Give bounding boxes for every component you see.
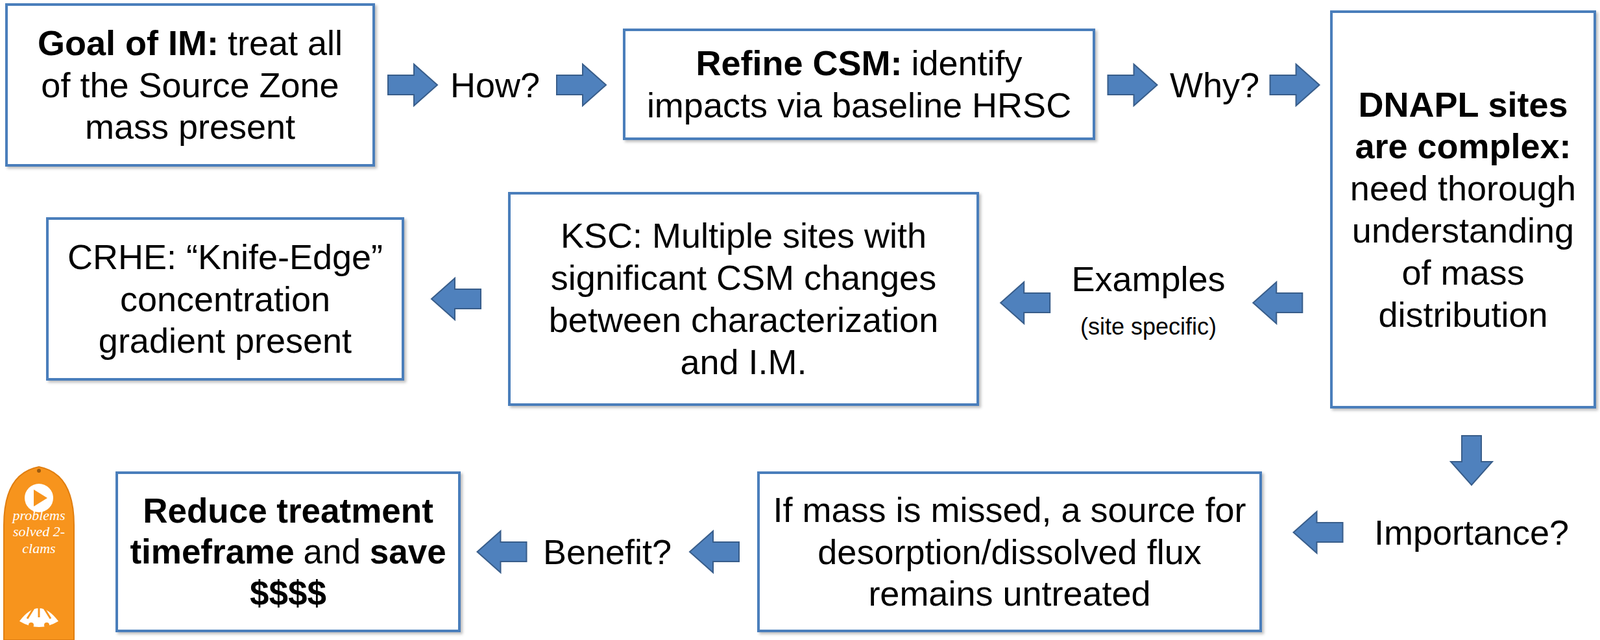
- process-box: If mass is missed, a source for desorpti…: [757, 471, 1262, 633]
- edge-label: Examples: [1071, 258, 1225, 300]
- block-arrow: [431, 278, 481, 320]
- block-arrow: [1108, 64, 1158, 106]
- flow-arrow: [387, 64, 607, 106]
- block-arrow: [1000, 282, 1050, 324]
- process-box: CRHE: “Knife-Edge” concentration gradien…: [46, 217, 405, 381]
- process-box: Goal of IM:treat all of the Source Zone …: [5, 3, 376, 167]
- box-text: CRHE: “Knife-Edge” concentration gradien…: [67, 237, 383, 361]
- block-arrow: [556, 64, 607, 106]
- edge-label: Benefit?: [543, 532, 672, 573]
- box-text: DNAPL sites are complex:: [1344, 83, 1582, 169]
- icon-text: problems solved 2-clams: [7, 507, 71, 557]
- box-text: Refine CSM:: [695, 43, 902, 83]
- block-arrow: [1293, 511, 1344, 554]
- block-arrow: [1270, 64, 1320, 106]
- edge-label: Why?: [1169, 64, 1260, 106]
- box-text: If mass is missed, a source for desorpti…: [772, 490, 1246, 614]
- flow-arrow: [477, 531, 740, 573]
- edge-label: How?: [450, 64, 540, 106]
- edge-note: (site specific): [1080, 313, 1217, 340]
- block-arrow: [1450, 436, 1493, 486]
- block-arrow: [689, 531, 740, 573]
- process-box: Refine CSM:identify impacts via baseline…: [622, 28, 1096, 141]
- box-text: and: [303, 532, 361, 571]
- edge-label: Importance?: [1374, 512, 1569, 553]
- process-box: Reduce treatment timeframeandsave $$$$: [115, 471, 461, 633]
- block-arrow: [1252, 282, 1303, 324]
- flow-arrow: [1108, 64, 1320, 106]
- process-box: DNAPL sites are complex:need thorough un…: [1330, 10, 1597, 409]
- process-box: KSC: Multiple sites with significant CSM…: [508, 192, 980, 407]
- block-arrow: [387, 64, 438, 106]
- box-text: need thorough understanding of mass dist…: [1344, 167, 1582, 336]
- box-text: KSC: Multiple sites with significant CSM…: [548, 216, 939, 381]
- flow-arrow: [431, 278, 481, 320]
- block-arrow: [477, 531, 527, 573]
- box-text: Goal of IM:: [37, 23, 219, 63]
